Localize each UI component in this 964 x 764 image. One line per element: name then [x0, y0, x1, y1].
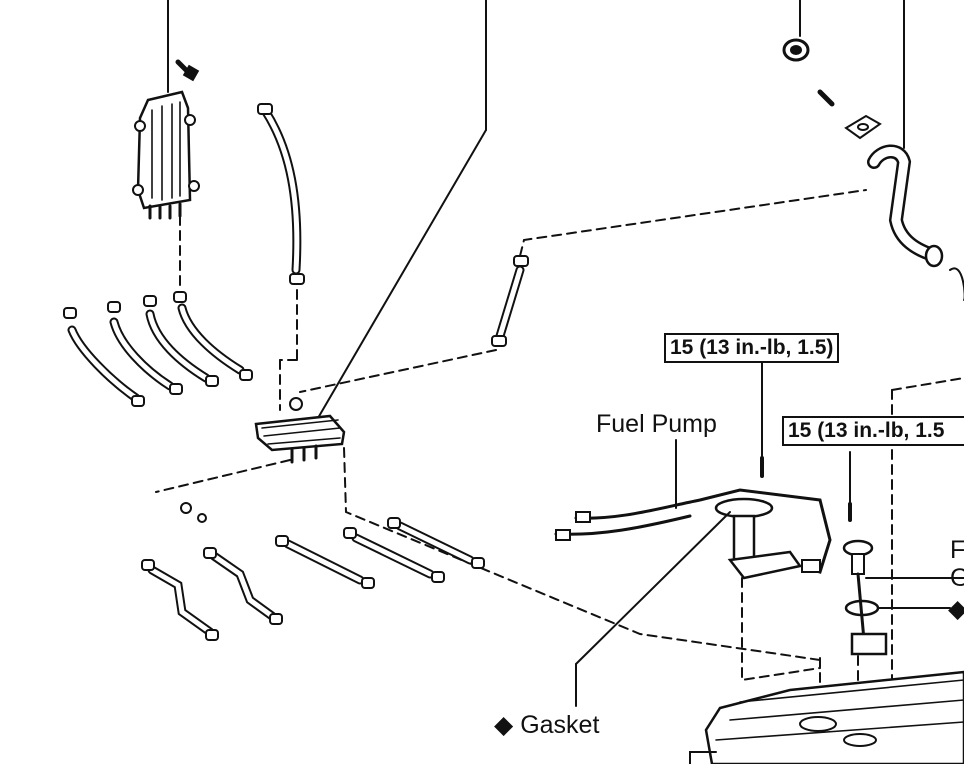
straight-hose-part: [387, 517, 485, 569]
short-hose-part: [107, 301, 183, 395]
manifold-block-part: [254, 397, 346, 464]
fuel-pump-label: Fuel Pump: [596, 410, 717, 438]
gasket-marker-icon: ◆: [494, 711, 514, 739]
torque-spec-label: 15 (13 in.-lb, 1.5): [664, 333, 840, 363]
dashed-guide: [519, 189, 867, 257]
gasket-label-text: Gasket: [520, 711, 600, 739]
dashed-guide: [155, 459, 291, 493]
bent-hose-part: [203, 547, 283, 625]
fuel-tube-part: [491, 255, 529, 347]
dashed-guide: [891, 377, 964, 391]
cover-bracket-part: [132, 90, 200, 220]
dashed-guide: [741, 577, 821, 682]
gasket-leader: [575, 511, 731, 665]
fuel-tank-part: [689, 670, 964, 764]
partial-label-g: G: [950, 564, 964, 592]
fuel-sender-gauge-part: [842, 539, 888, 656]
torque-spec-label-cropped: 15 (13 in.-lb, 1.5: [782, 416, 964, 446]
clip-part: [197, 513, 207, 523]
straight-hose-part: [275, 535, 375, 589]
gasket-label: ◆ Gasket: [494, 710, 599, 740]
clip-part: [180, 502, 192, 514]
long-hose-part: [257, 103, 305, 285]
leader-line: [317, 129, 487, 419]
straight-hose-part: [343, 527, 445, 583]
partial-label-f: F: [950, 536, 964, 564]
bolt-part: [175, 59, 200, 82]
gasket-plate-part: [844, 114, 882, 140]
partial-marker-icon: ◆: [948, 595, 964, 623]
grommet-part: [782, 38, 810, 62]
filler-pipe-part: [867, 144, 964, 301]
dashed-guide: [343, 447, 821, 661]
short-hose-part: [63, 307, 145, 407]
short-hose-part: [173, 291, 253, 381]
fuel-pump-assembly: [554, 439, 832, 580]
dashed-guide: [299, 349, 497, 393]
small-screw-part: [817, 89, 835, 107]
short-hose-part: [143, 295, 219, 387]
bent-hose-part: [141, 559, 219, 641]
